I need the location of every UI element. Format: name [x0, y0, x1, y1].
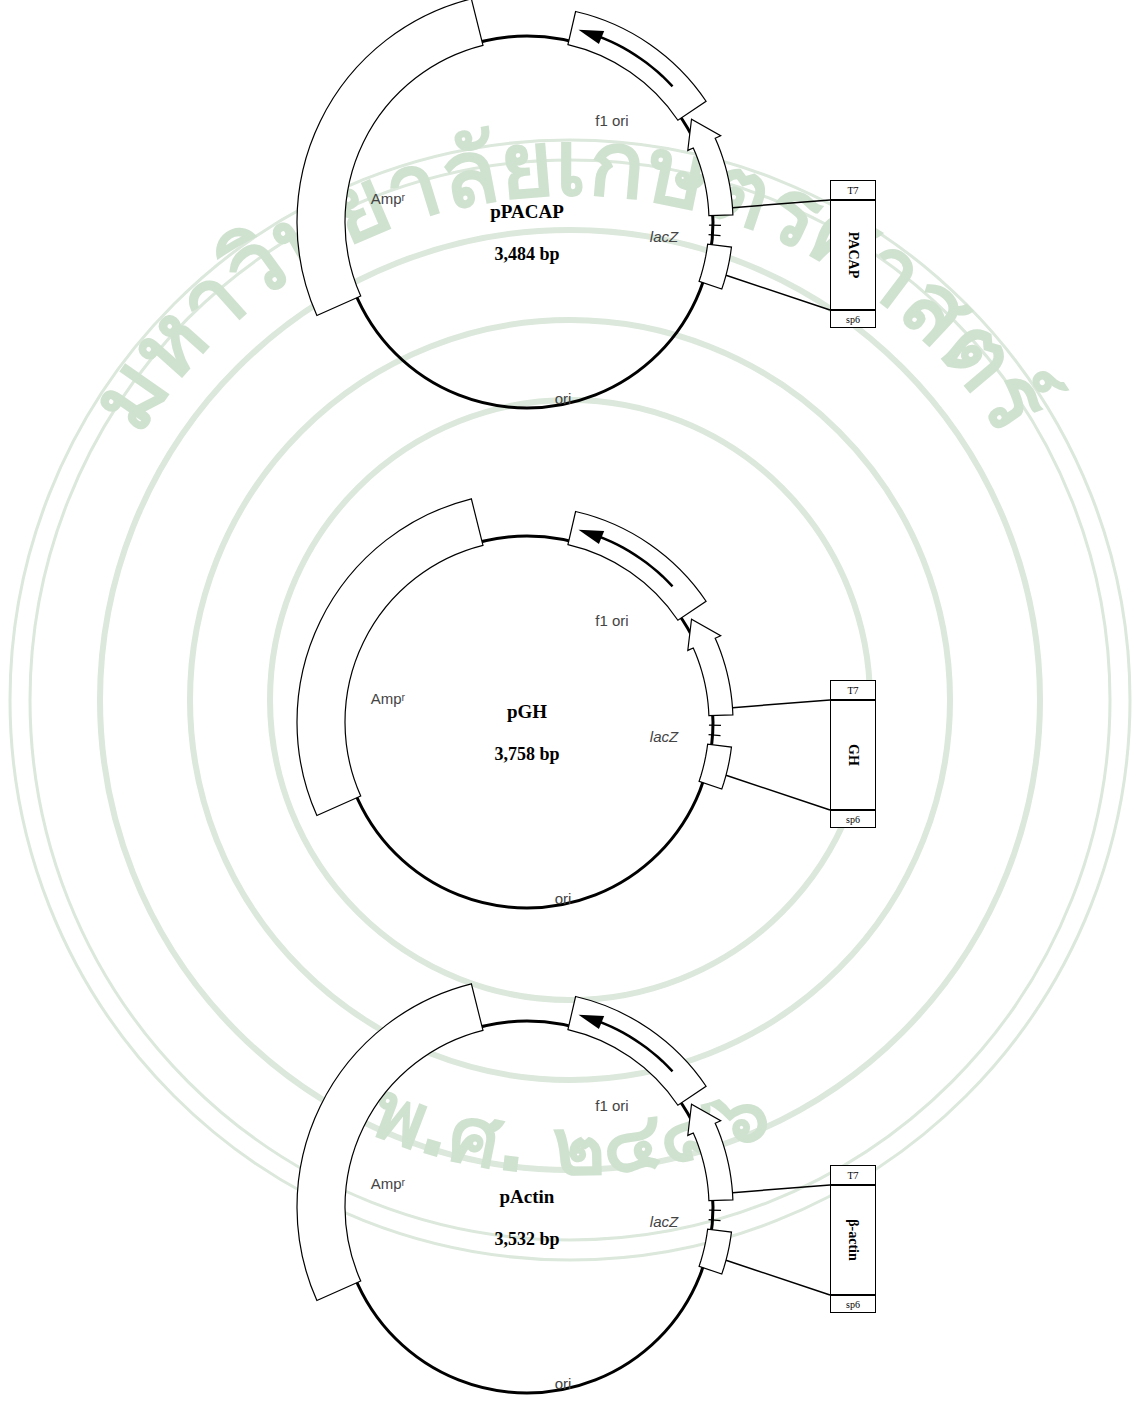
amp-gene-band: [297, 0, 483, 316]
leader-line: [726, 1260, 830, 1295]
lacz-label: lacZ: [650, 1213, 678, 1230]
ori-label: ori: [555, 890, 572, 907]
plasmid-map: [297, 499, 830, 908]
gene-name: β-actin: [845, 1219, 861, 1261]
seal-ring: [100, 230, 1040, 1170]
direction-arrow: [598, 536, 672, 586]
site-tick: [709, 725, 721, 726]
promoter-name: sp6: [846, 314, 860, 325]
promoter-name: sp6: [846, 814, 860, 825]
watermark: มหาวิทยาลัยเกษตรศาสตร์: [68, 110, 1073, 450]
insert-site-box: [699, 244, 731, 289]
ori-label: ori: [555, 390, 572, 407]
seal-ring: [190, 320, 950, 1080]
site-tick: [709, 734, 721, 736]
leader-line: [732, 1185, 830, 1193]
site-tick: [709, 234, 721, 236]
leader-line: [726, 775, 830, 810]
promoter-name: sp6: [846, 1299, 860, 1310]
plasmid-map: [297, 0, 830, 408]
leader-line: [732, 700, 830, 708]
plasmid-name: pGH: [507, 701, 547, 723]
watermark-text: มหาวิทยาลัยเกษตรศาสตร์พ.ศ. ๒๔๘๖: [68, 110, 1073, 1194]
seal-ring: [270, 400, 870, 1000]
lacz-label: lacZ: [650, 728, 678, 745]
f1-ori-band: [568, 512, 706, 621]
plasmid-name: pActin: [500, 1186, 555, 1208]
direction-arrow: [598, 36, 672, 86]
promoter-box: T7: [830, 680, 876, 700]
leader-line: [726, 275, 830, 310]
amp-label: Ampʳ: [371, 690, 405, 707]
gene-insert-box: PACAP: [830, 200, 876, 310]
site-tick: [709, 225, 721, 226]
arrowhead: [579, 530, 605, 544]
promoter-name: T7: [847, 685, 858, 696]
promoter-box: T7: [830, 180, 876, 200]
promoter-box: sp6: [830, 310, 876, 328]
direction-arrow: [598, 1021, 672, 1071]
amp-label: Ampʳ: [371, 190, 405, 207]
promoter-box: sp6: [830, 810, 876, 828]
gene-insert-box: GH: [830, 700, 876, 810]
ori-label: ori: [555, 1375, 572, 1392]
promoter-box: sp6: [830, 1295, 876, 1313]
f1-ori-band: [568, 12, 706, 121]
f1-ori-label: f1 ori: [595, 612, 628, 629]
plasmid-name: pPACAP: [490, 201, 564, 223]
gene-name: GH: [845, 744, 861, 766]
f1-ori-label: f1 ori: [595, 1097, 628, 1114]
lacz-arrow: [688, 1104, 733, 1200]
lacz-arrow: [688, 119, 733, 215]
site-tick: [709, 1219, 721, 1221]
lacz-label: lacZ: [650, 228, 678, 245]
gene-name: PACAP: [845, 232, 861, 278]
insert-site-box: [699, 1229, 731, 1274]
arrowhead: [579, 30, 605, 44]
amp-gene-band: [297, 499, 483, 816]
amp-label: Ampʳ: [371, 1175, 405, 1192]
leader-line: [732, 200, 830, 208]
f1-ori-label: f1 ori: [595, 112, 628, 129]
site-tick: [709, 1210, 721, 1211]
plasmid-map: [297, 984, 830, 1393]
amp-gene-band: [297, 984, 483, 1301]
plasmid-size: 3,758 bp: [494, 744, 559, 765]
promoter-box: T7: [830, 1165, 876, 1185]
arrowhead: [579, 1015, 605, 1029]
plasmid-size: 3,532 bp: [494, 1229, 559, 1250]
plasmid-size: 3,484 bp: [494, 244, 559, 265]
f1-ori-band: [568, 997, 706, 1106]
lacz-arrow: [688, 619, 733, 715]
promoter-name: T7: [847, 1170, 858, 1181]
gene-insert-box: β-actin: [830, 1185, 876, 1295]
insert-site-box: [699, 744, 731, 789]
promoter-name: T7: [847, 185, 858, 196]
